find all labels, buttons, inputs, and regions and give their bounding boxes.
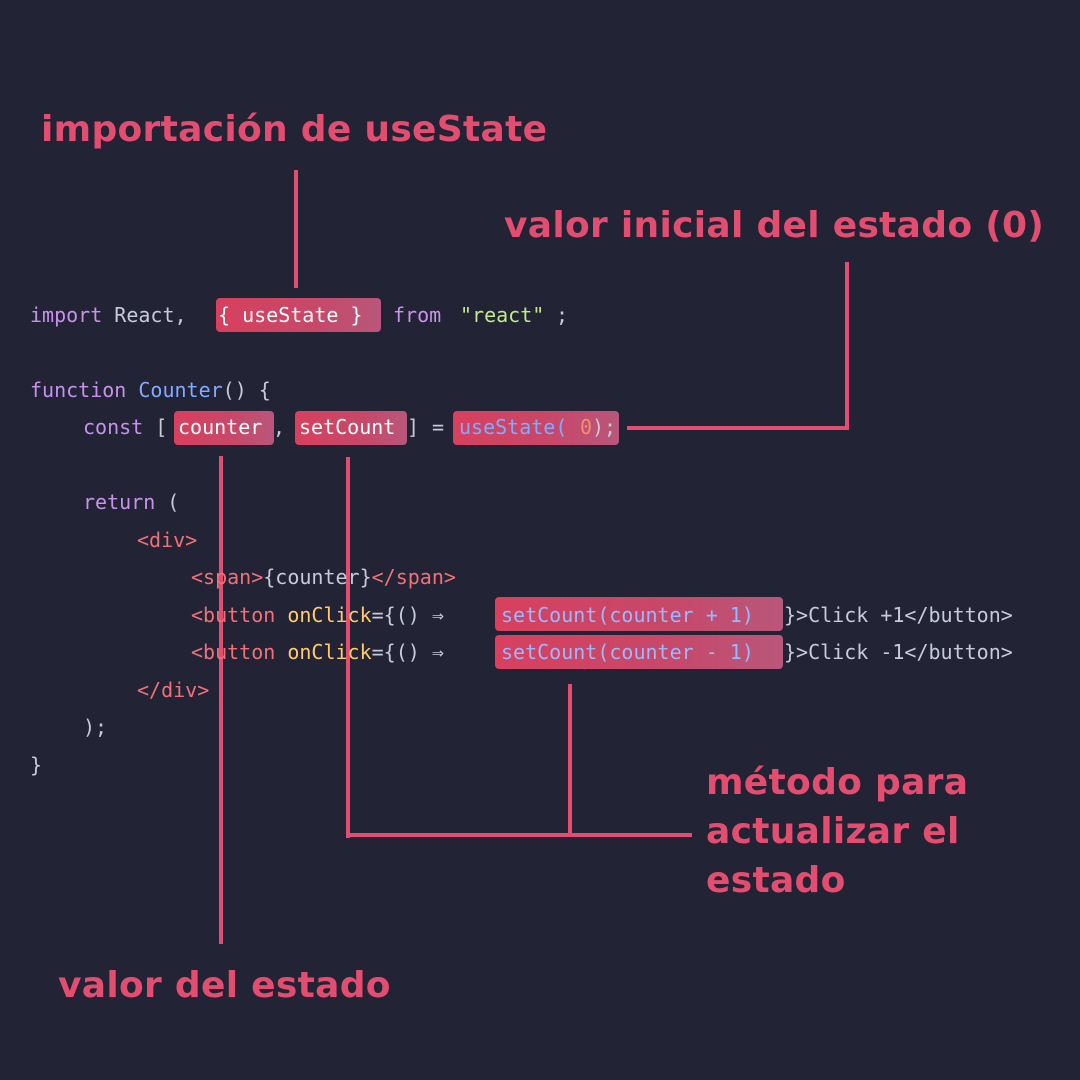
code-token: ]: [407, 415, 420, 439]
code-token: );: [592, 415, 617, 439]
code-token: counter: [178, 415, 263, 439]
code-token: ;: [556, 303, 569, 327]
code-token: import: [30, 303, 103, 327]
code-token: }>Click +1</button>: [784, 603, 1013, 627]
code-token: () {: [222, 378, 271, 402]
code-token: 0: [580, 415, 593, 439]
code-token: <button: [191, 640, 276, 664]
code-token: function: [30, 378, 127, 402]
code-token: React,: [102, 303, 187, 327]
highlight-counter: [174, 411, 274, 445]
code-token: setCount(counter + 1): [501, 603, 754, 627]
code-token: ={() ⇒: [371, 640, 456, 664]
code-line-11: }: [30, 753, 43, 777]
code-token: [: [155, 415, 168, 439]
callout-state-value: valor del estado: [58, 965, 391, 1006]
code-token: useState(: [459, 415, 568, 439]
code-line-1: import React, { useState } from "react";: [30, 300, 568, 330]
highlight-setcount-minus: [495, 635, 783, 669]
highlight-usestate-call: [453, 411, 619, 445]
code-line-10: );: [83, 715, 108, 739]
code-token: from: [393, 303, 442, 327]
connector-state-value: [219, 456, 223, 944]
code-line-4: return (: [83, 487, 179, 517]
code-line-7: <button onClick={() ⇒: [191, 600, 456, 630]
code-token: (: [155, 490, 180, 514]
connector-setcount-horizontal: [346, 833, 692, 837]
code-token: onClick: [287, 640, 372, 664]
code-token: =: [432, 415, 445, 439]
connector-method-vertical: [568, 684, 572, 836]
code-line-2: function Counter() {: [30, 375, 271, 405]
code-token: Counter: [138, 378, 223, 402]
highlight-usestate-import: [216, 298, 381, 332]
code-token: onClick: [287, 603, 372, 627]
code-token: </span>: [371, 565, 456, 589]
code-token: ,: [273, 415, 286, 439]
code-token: }>Click -1</button>: [784, 640, 1013, 664]
highlight-setcount-plus: [495, 597, 783, 631]
code-token: <span>: [191, 565, 264, 589]
callout-update-method: método para actualizar el estado: [706, 762, 969, 901]
code-token: { useState }: [218, 303, 363, 327]
connector-initial-horizontal: [627, 426, 849, 430]
code-line-3: const [: [83, 412, 167, 442]
code-token: ={() ⇒: [371, 603, 456, 627]
connector-setcount-vertical: [346, 457, 350, 838]
connector-import: [294, 170, 298, 288]
code-line-6: <span>{counter}</span>: [191, 562, 456, 592]
code-token: setCount(counter - 1): [501, 640, 754, 664]
callout-import: importación de useState: [41, 109, 548, 150]
code-token: setCount: [299, 415, 396, 439]
code-token: "react": [460, 303, 545, 327]
code-token: const: [83, 415, 144, 439]
code-token: {counter}: [263, 565, 372, 589]
highlight-setcount: [295, 411, 407, 445]
code-line-8: <button onClick={() ⇒: [191, 637, 456, 667]
code-token: return: [83, 490, 156, 514]
callout-initial-value: valor inicial del estado (0): [504, 205, 1045, 246]
code-token: <button: [191, 603, 276, 627]
connector-initial-vertical: [845, 262, 849, 430]
code-line-5: <div>: [137, 528, 198, 552]
code-line-9: </div>: [137, 678, 210, 702]
